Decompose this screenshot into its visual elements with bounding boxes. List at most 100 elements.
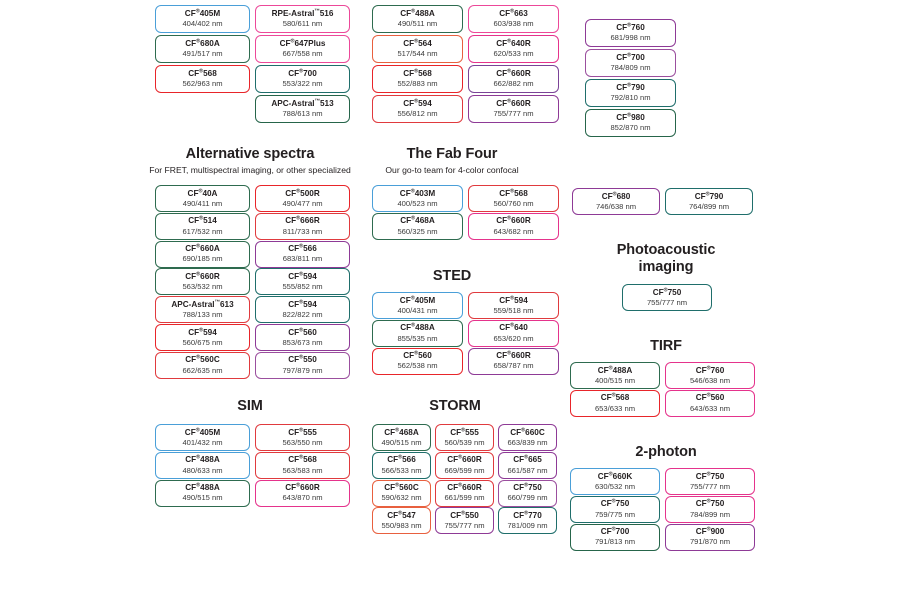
trademark-mark: ® [296,187,301,194]
trademark-mark: ® [524,482,529,489]
dye-code: 405M [199,427,221,437]
dye-brand: CF [185,455,197,465]
dye-code: 700 [631,53,645,63]
dye-brand: CF [600,393,612,403]
dye-code: 700 [615,527,630,537]
dye-spectra-values: 490/411 nm [182,198,223,208]
dye-brand: CF [499,188,511,198]
dye-name: CF®750 [696,499,725,508]
trademark-mark: ® [299,354,304,361]
dye-name: CF®660R [496,351,530,360]
dye-brand: CF [447,455,459,465]
dye-code: 594 [418,99,432,109]
dye-name: CF®750 [653,287,682,297]
dye-brand: CF [188,216,200,226]
dye-code: 770 [528,511,542,521]
dye-code: 680A [200,39,220,49]
trademark-mark: ™ [314,98,320,105]
dye-code: 750 [615,499,630,509]
dye-code: 750 [710,471,725,481]
dye-brand: CF [285,188,297,198]
dye-spectra-values: 617/532 nm [182,226,223,236]
dye-code: 750 [667,287,682,297]
dye-name: CF®666R [285,216,319,225]
trademark-mark: ® [296,215,301,222]
